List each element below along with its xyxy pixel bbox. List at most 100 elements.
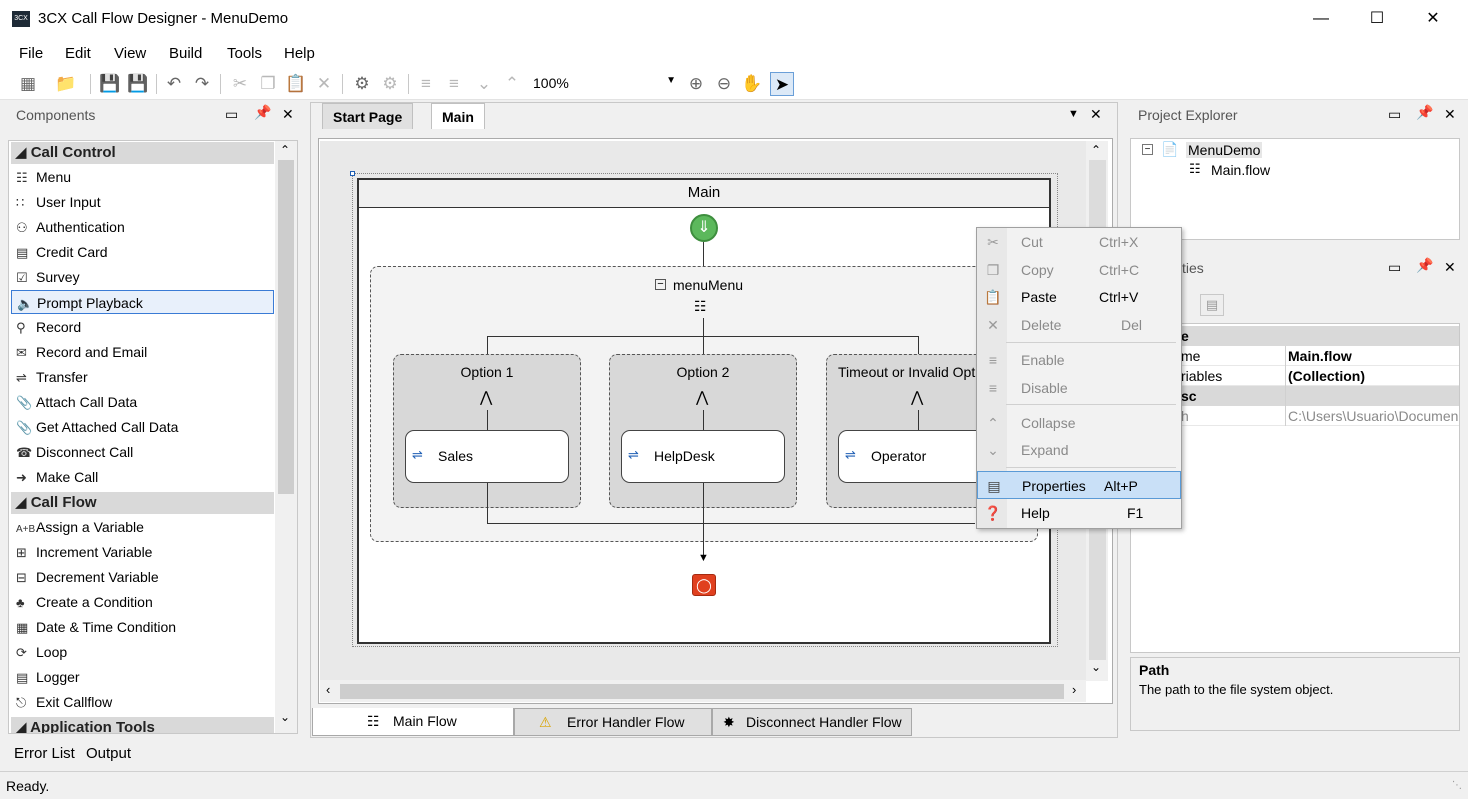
component-prompt-playback[interactable]: 🔈Prompt Playback [11, 290, 274, 314]
component-record-and-email[interactable]: ✉Record and Email [11, 340, 274, 364]
start-node[interactable]: ⇓ [690, 214, 718, 242]
category-call-flow[interactable]: ◢ Call Flow [11, 492, 274, 514]
explorer-close-button[interactable]: ✕ [1444, 106, 1456, 123]
component-credit-card[interactable]: ▤Credit Card [11, 240, 274, 264]
tree-root-menudemo[interactable]: MenuDemo [1186, 142, 1263, 158]
open-project-button[interactable]: 📁 [54, 72, 78, 96]
component-exit-callflow[interactable]: ⎋Exit Callflow [11, 690, 274, 714]
cut-button[interactable]: ✂ [228, 72, 252, 96]
scroll-down-icon[interactable]: ⌄ [1091, 660, 1102, 674]
scroll-left-icon[interactable]: ‹ [326, 682, 331, 697]
properties-pin-button[interactable]: 📌 [1416, 257, 1433, 274]
paste-button[interactable]: 📋 [284, 72, 308, 96]
component-disconnect-call[interactable]: ☎Disconnect Call [11, 440, 274, 464]
action-sales[interactable]: ⇌Sales [405, 430, 569, 483]
menu-file[interactable]: File [19, 45, 44, 62]
context-menu-enable[interactable]: ≡Enable [977, 346, 1181, 374]
redo-button[interactable]: ↷ [190, 72, 214, 96]
component-authentication[interactable]: ⚇Authentication [11, 215, 274, 239]
menu-tools[interactable]: Tools [227, 45, 263, 62]
canvas-horizontal-scroll-thumb[interactable] [340, 684, 1064, 699]
component-increment-variable[interactable]: ⊞Increment Variable [11, 540, 274, 564]
context-menu-collapse[interactable]: ⌃Collapse [977, 409, 1181, 437]
component-date-time-condition[interactable]: ▦Date & Time Condition [11, 615, 274, 639]
maximize-button[interactable]: ☐ [1354, 0, 1400, 38]
minimize-button[interactable]: — [1298, 0, 1344, 38]
build-all-button[interactable]: ⚙ [378, 72, 402, 96]
undo-button[interactable]: ↶ [162, 72, 186, 96]
components-scroll-thumb[interactable] [278, 160, 294, 494]
tab-main-flow[interactable]: ☷Main Flow [312, 708, 514, 736]
component-logger[interactable]: ▤Logger [11, 665, 274, 689]
collapse-box-icon[interactable]: − [1142, 144, 1153, 155]
collapse-button[interactable]: ⌃ [500, 72, 524, 96]
category-application-tools[interactable]: ◢ Application Tools [11, 717, 274, 733]
expand-button[interactable]: ⌄ [472, 72, 496, 96]
component-user-input[interactable]: ∷User Input [11, 190, 274, 214]
pan-button[interactable]: ✋ [740, 72, 764, 96]
scroll-right-icon[interactable]: › [1072, 682, 1077, 697]
delete-button[interactable]: ✕ [312, 72, 336, 96]
component-transfer[interactable]: ⇌Transfer [11, 365, 274, 389]
tree-item-main-flow[interactable]: Main.flow [1211, 162, 1271, 178]
category-call-control[interactable]: ◢ Call Control [11, 142, 274, 164]
component-create-condition[interactable]: ♣Create a Condition [11, 590, 274, 614]
components-pin-button[interactable]: 📌 [254, 104, 271, 121]
copy-button[interactable]: ❐ [256, 72, 280, 96]
save-all-button[interactable]: 💾 [126, 72, 150, 96]
component-survey[interactable]: ☑Survey [11, 265, 274, 289]
menu-help[interactable]: Help [284, 45, 315, 62]
selection-handle[interactable] [350, 171, 355, 176]
context-menu-expand[interactable]: ⌄Expand [977, 436, 1181, 464]
menu-view[interactable]: View [114, 45, 147, 62]
component-assign-variable[interactable]: A+BAssign a Variable [11, 515, 274, 539]
zoom-in-button[interactable]: ⊕ [684, 72, 708, 96]
component-decrement-variable[interactable]: ⊟Decrement Variable [11, 565, 274, 589]
scroll-down-icon[interactable]: ⌄ [280, 710, 291, 724]
enable-button[interactable]: ≡ [414, 72, 438, 96]
resize-grip-icon[interactable]: ⋱ [1452, 780, 1462, 791]
scroll-up-icon[interactable]: ⌃ [1091, 143, 1102, 157]
new-project-button[interactable]: ▦ [16, 72, 40, 96]
pointer-button[interactable]: ➤ [770, 72, 794, 96]
zoom-select[interactable]: 100% ▼ [528, 72, 680, 94]
tab-output[interactable]: Output [86, 745, 132, 762]
tab-error-handler-flow[interactable]: ⚠Error Handler Flow [514, 708, 712, 736]
tab-list-dropdown-icon[interactable]: ▼ [1068, 108, 1079, 120]
disable-button[interactable]: ≡ [442, 72, 466, 96]
action-helpdesk[interactable]: ⇌HelpDesk [621, 430, 785, 483]
tab-main[interactable]: Main [431, 103, 485, 129]
end-node[interactable]: ◯ [692, 574, 716, 596]
explorer-float-button[interactable]: ▭ [1388, 106, 1401, 123]
collapse-box-icon[interactable]: − [655, 279, 666, 290]
properties-float-button[interactable]: ▭ [1388, 259, 1401, 276]
component-attach-call-data[interactable]: 📎Attach Call Data [11, 390, 274, 414]
explorer-pin-button[interactable]: 📌 [1416, 104, 1433, 121]
properties-close-button[interactable]: ✕ [1444, 259, 1456, 276]
build-button[interactable]: ⚙ [350, 72, 374, 96]
component-make-call[interactable]: ➜Make Call [11, 465, 274, 489]
components-float-button[interactable]: ▭ [225, 106, 238, 123]
save-button[interactable]: 💾 [98, 72, 122, 96]
property-row[interactable]: riables(Collection) [1131, 366, 1459, 386]
tab-disconnect-handler-flow[interactable]: ✸Disconnect Handler Flow [712, 708, 912, 736]
close-document-button[interactable]: ✕ [1090, 106, 1102, 122]
component-loop[interactable]: ⟳Loop [11, 640, 274, 664]
component-record[interactable]: ⚲Record [11, 315, 274, 339]
menu-edit[interactable]: Edit [65, 45, 91, 62]
context-menu-disable[interactable]: ≡Disable [977, 374, 1181, 402]
scroll-up-icon[interactable]: ⌃ [280, 143, 291, 157]
property-pages-button[interactable]: ▤ [1200, 294, 1224, 316]
menu-build[interactable]: Build [169, 45, 203, 62]
component-get-attached-call-data[interactable]: 📎Get Attached Call Data [11, 415, 274, 439]
close-window-button[interactable]: ✕ [1410, 0, 1456, 38]
zoom-out-button[interactable]: ⊖ [712, 72, 736, 96]
